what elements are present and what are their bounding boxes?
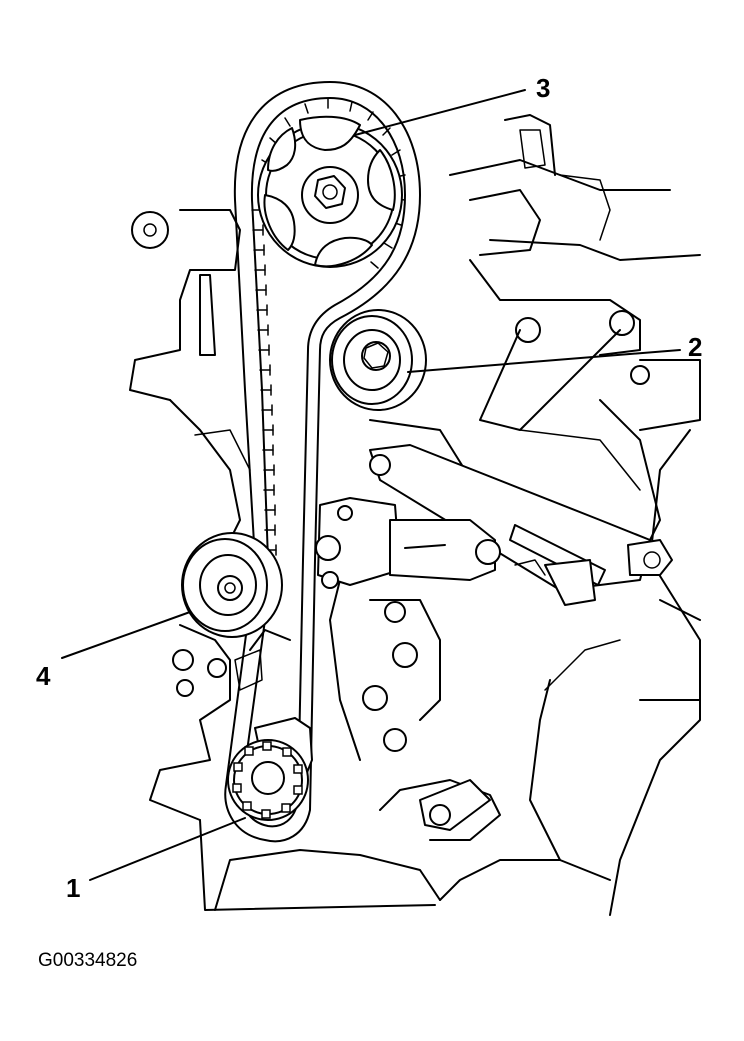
idler-pulley (329, 309, 427, 411)
engine-block (129, 114, 701, 916)
tensioner-pulley (181, 532, 283, 638)
callout-4: 4 (36, 661, 51, 691)
camshaft-pulley (257, 115, 403, 268)
crankshaft-sprocket (227, 717, 313, 821)
callout-3: 3 (536, 73, 550, 103)
sprocket-teeth (232, 741, 303, 819)
timing-belt (224, 81, 421, 843)
figure-code: G00334826 (38, 950, 137, 971)
callout-1: 1 (66, 873, 80, 903)
leader-lines (61, 89, 681, 881)
callout-2: 2 (688, 332, 702, 362)
